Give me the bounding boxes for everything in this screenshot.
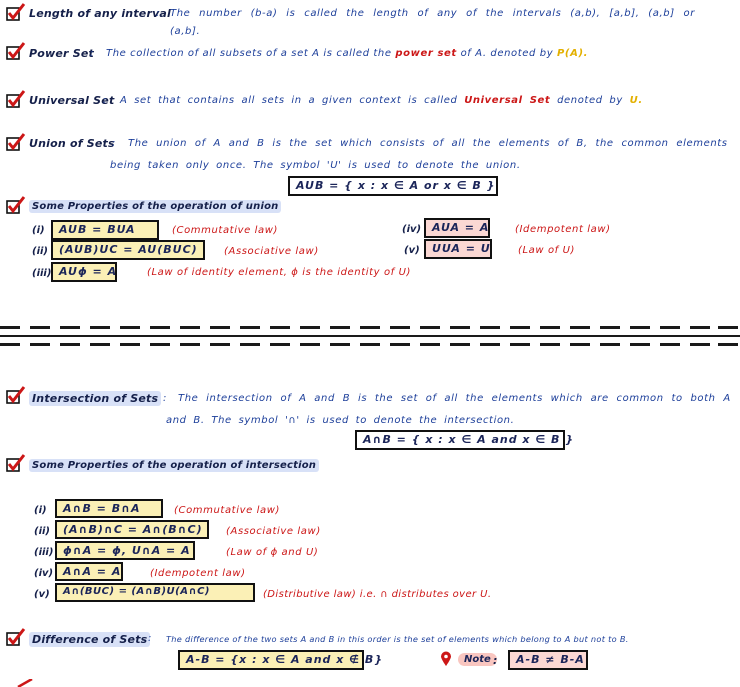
checkmark-icon bbox=[6, 90, 26, 108]
law-label: (Commutative law) bbox=[172, 225, 279, 236]
colon: : bbox=[90, 48, 94, 59]
item-number: (iv) bbox=[402, 224, 422, 235]
item-number: (iii) bbox=[34, 547, 54, 558]
dashed-separator bbox=[0, 326, 740, 329]
intersection-distributive-formula: A∩(BUC) = (A∩B)U(A∩C) bbox=[55, 583, 255, 602]
intersection-commutative-formula: A∩B = B∩A bbox=[55, 499, 163, 518]
law-label: (Idempotent law) bbox=[515, 224, 611, 235]
law-label: (Distributive law) i.e. ∩ distributes ov… bbox=[263, 589, 492, 600]
checkmark-icon bbox=[6, 42, 26, 60]
term-power-set: Power Set bbox=[29, 47, 94, 60]
colon: : bbox=[493, 654, 498, 667]
power-set-text: The collection of all subsets of a set A… bbox=[106, 48, 589, 59]
term-difference-of-sets: Difference of Sets bbox=[29, 632, 151, 647]
union-identity-formula: AUϕ = A bbox=[51, 262, 117, 282]
item-number: (v) bbox=[34, 589, 50, 600]
union-law-of-u-formula: UUA = U bbox=[424, 239, 492, 259]
union-text-line1: The union of A and B is the set which co… bbox=[128, 138, 728, 149]
checkmark-icon bbox=[6, 454, 26, 472]
intersection-associative-formula: (A∩B)∩C = A∩(B∩C) bbox=[55, 520, 209, 539]
law-label: (Law of U) bbox=[518, 245, 575, 256]
item-number: (v) bbox=[404, 245, 420, 256]
item-number: (ii) bbox=[32, 246, 48, 257]
item-number: (i) bbox=[34, 505, 47, 516]
term-universal-set: Universal Set bbox=[29, 94, 115, 107]
note-formula: A-B ≠ B-A bbox=[508, 650, 588, 670]
law-label: (Associative law) bbox=[224, 246, 319, 257]
checkmark-icon bbox=[17, 679, 33, 687]
intersection-text-line2: and B. The symbol '∩' is used to denote … bbox=[166, 415, 515, 426]
intersection-formula: A∩B = { x : x ∈ A and x ∈ B } bbox=[355, 430, 573, 450]
difference-formula: A-B = {x : x ∈ A and x ∉ B} bbox=[178, 650, 382, 670]
intersection-idempotent-formula: A∩A = A bbox=[55, 562, 123, 581]
item-number: (iv) bbox=[34, 568, 54, 579]
union-associative-formula: (AUB)UC = AU(BUC) bbox=[51, 240, 205, 260]
note-label: Note bbox=[458, 653, 497, 666]
intersection-phi-u-formula: ϕ∩A = ϕ, U∩A = A bbox=[55, 541, 195, 560]
law-label: (Associative law) bbox=[226, 526, 321, 537]
union-text-line2: being taken only once. The symbol 'U' is… bbox=[110, 160, 521, 171]
pin-icon bbox=[441, 651, 451, 666]
checkmark-icon bbox=[6, 3, 26, 21]
term-intersection-of-sets: Intersection of Sets bbox=[29, 391, 162, 406]
colon: : bbox=[103, 95, 107, 106]
colon: : bbox=[112, 138, 116, 149]
colon: : bbox=[156, 8, 160, 19]
item-number: (i) bbox=[32, 225, 45, 236]
item-number: (iii) bbox=[32, 268, 52, 279]
colon: : bbox=[163, 393, 167, 404]
union-properties-heading: Some Properties of the operation of unio… bbox=[29, 200, 282, 213]
law-label: (Law of ϕ and U) bbox=[226, 547, 319, 558]
law-label: (Commutative law) bbox=[174, 505, 281, 516]
separator-line bbox=[0, 335, 740, 337]
universal-set-text: A set that contains all sets in a given … bbox=[120, 95, 643, 106]
length-text-line2: (a,b]. bbox=[170, 26, 201, 37]
term-length-of-interval: Length of any interval bbox=[29, 7, 172, 20]
colon: : bbox=[148, 633, 152, 644]
checkmark-icon bbox=[6, 386, 26, 404]
intersection-text-line1: The intersection of A and B is the set o… bbox=[178, 393, 731, 404]
union-idempotent-formula: AUA = A bbox=[424, 218, 490, 238]
law-label: (Law of identity element, ϕ is the ident… bbox=[147, 267, 412, 278]
checkmark-icon bbox=[6, 133, 26, 151]
checkmark-icon bbox=[6, 628, 26, 646]
difference-text: The difference of the two sets A and B i… bbox=[166, 634, 629, 644]
term-union-of-sets: Union of Sets bbox=[29, 137, 115, 150]
union-commutative-formula: AUB = BUA bbox=[51, 220, 159, 240]
union-formula: AUB = { x : x ∈ A or x ∈ B } bbox=[288, 176, 498, 196]
intersection-properties-heading: Some Properties of the operation of inte… bbox=[29, 459, 320, 472]
length-text-line1: The number (b-a) is called the length of… bbox=[170, 8, 695, 19]
item-number: (ii) bbox=[34, 526, 50, 537]
law-label: (Idempotent law) bbox=[150, 568, 246, 579]
dashed-separator bbox=[0, 343, 740, 346]
checkmark-icon bbox=[6, 196, 26, 214]
